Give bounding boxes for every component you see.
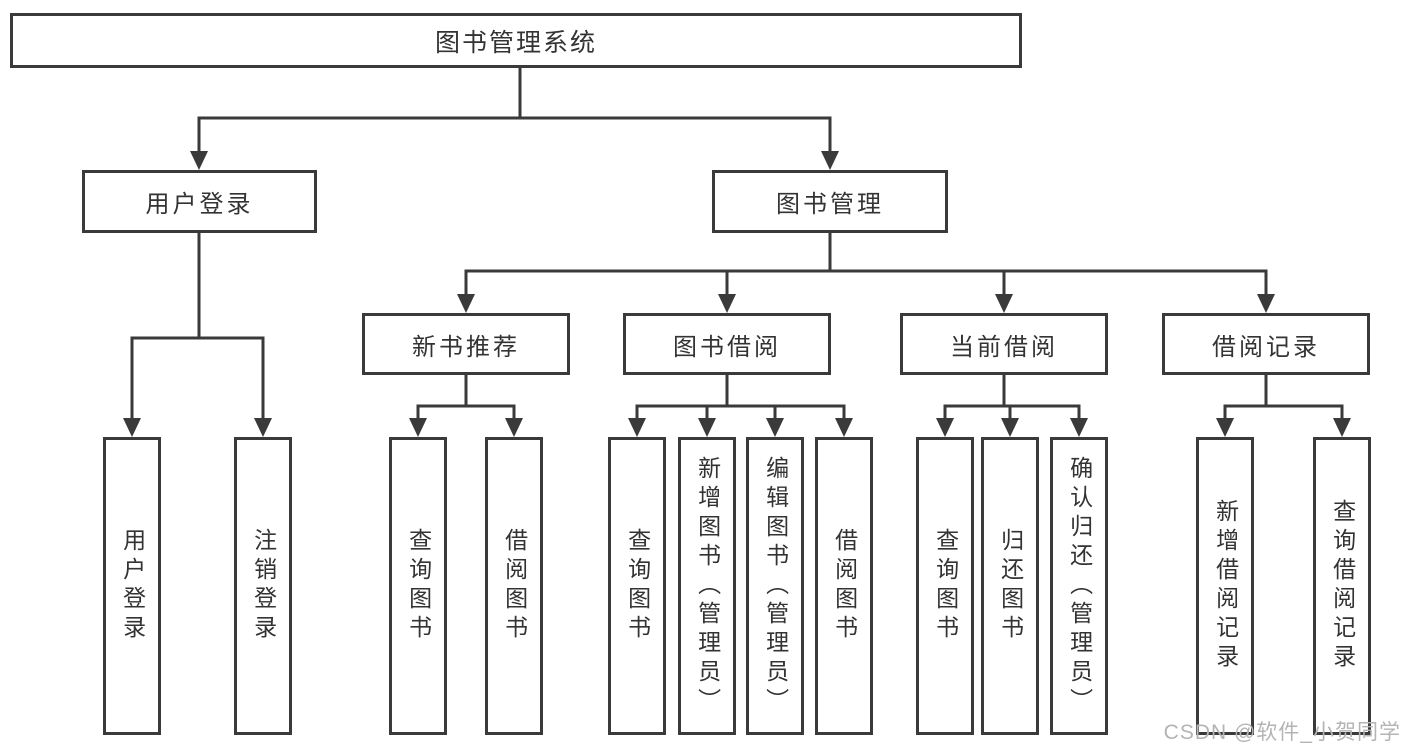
- leaf-query-books-borrowing-label: 查询图书: [624, 528, 651, 644]
- leaf-edit-books-admin: 编辑图书（管理员）: [746, 437, 804, 735]
- leaf-query-books-current-label: 查询图书: [932, 528, 959, 644]
- leaf-return-books-label: 归还图书: [997, 528, 1024, 644]
- leaf-borrow-books-recommend-label: 借阅图书: [501, 528, 528, 644]
- leaf-return-books: 归还图书: [981, 437, 1039, 735]
- node-new-book-recommendation: 新书推荐: [362, 313, 570, 375]
- leaf-query-books-recommend-label: 查询图书: [405, 528, 432, 644]
- leaf-user-login: 用户登录: [103, 437, 161, 735]
- csdn-watermark: CSDN @软件_小贺同学: [1163, 721, 1401, 744]
- leaf-confirm-return-admin-label: 确认归还（管理员）: [1066, 455, 1093, 717]
- node-library-system-label: 图书管理系统: [434, 28, 597, 57]
- leaf-add-borrow-record: 新增借阅记录: [1196, 437, 1254, 735]
- node-current-borrowing-label: 当前借阅: [950, 333, 1058, 361]
- leaf-borrow-books-recommend: 借阅图书: [485, 437, 543, 735]
- node-borrowing-records: 借阅记录: [1162, 313, 1370, 375]
- leaf-confirm-return-admin: 确认归还（管理员）: [1050, 437, 1108, 735]
- node-new-book-recommendation-label: 新书推荐: [412, 333, 520, 361]
- leaf-logout-label: 注销登录: [250, 528, 277, 644]
- node-book-borrowing-label: 图书借阅: [673, 333, 781, 361]
- leaf-edit-books-admin-label: 编辑图书（管理员）: [762, 455, 789, 717]
- leaf-add-books-admin: 新增图书（管理员）: [678, 437, 736, 735]
- leaf-add-borrow-record-label: 新增借阅记录: [1212, 499, 1239, 673]
- node-user-login: 用户登录: [82, 170, 317, 233]
- node-book-management-label: 图书管理: [776, 191, 884, 218]
- leaf-add-books-admin-label: 新增图书（管理员）: [694, 455, 721, 717]
- leaf-query-borrow-record-label: 查询借阅记录: [1329, 499, 1356, 673]
- leaf-query-books-current: 查询图书: [916, 437, 974, 735]
- leaf-logout: 注销登录: [234, 437, 292, 735]
- leaf-query-books-recommend: 查询图书: [389, 437, 447, 735]
- node-user-login-label: 用户登录: [145, 191, 254, 218]
- node-current-borrowing: 当前借阅: [900, 313, 1108, 375]
- leaf-borrow-books-borrowing-label: 借阅图书: [831, 528, 858, 644]
- leaf-borrow-books-borrowing: 借阅图书: [815, 437, 873, 735]
- leaf-query-borrow-record: 查询借阅记录: [1313, 437, 1371, 735]
- node-library-system: 图书管理系统: [10, 13, 1022, 68]
- leaf-query-books-borrowing: 查询图书: [608, 437, 666, 735]
- leaf-user-login-label: 用户登录: [119, 528, 146, 644]
- node-book-management: 图书管理: [712, 170, 948, 233]
- node-borrowing-records-label: 借阅记录: [1212, 333, 1320, 361]
- node-book-borrowing: 图书借阅: [623, 313, 831, 375]
